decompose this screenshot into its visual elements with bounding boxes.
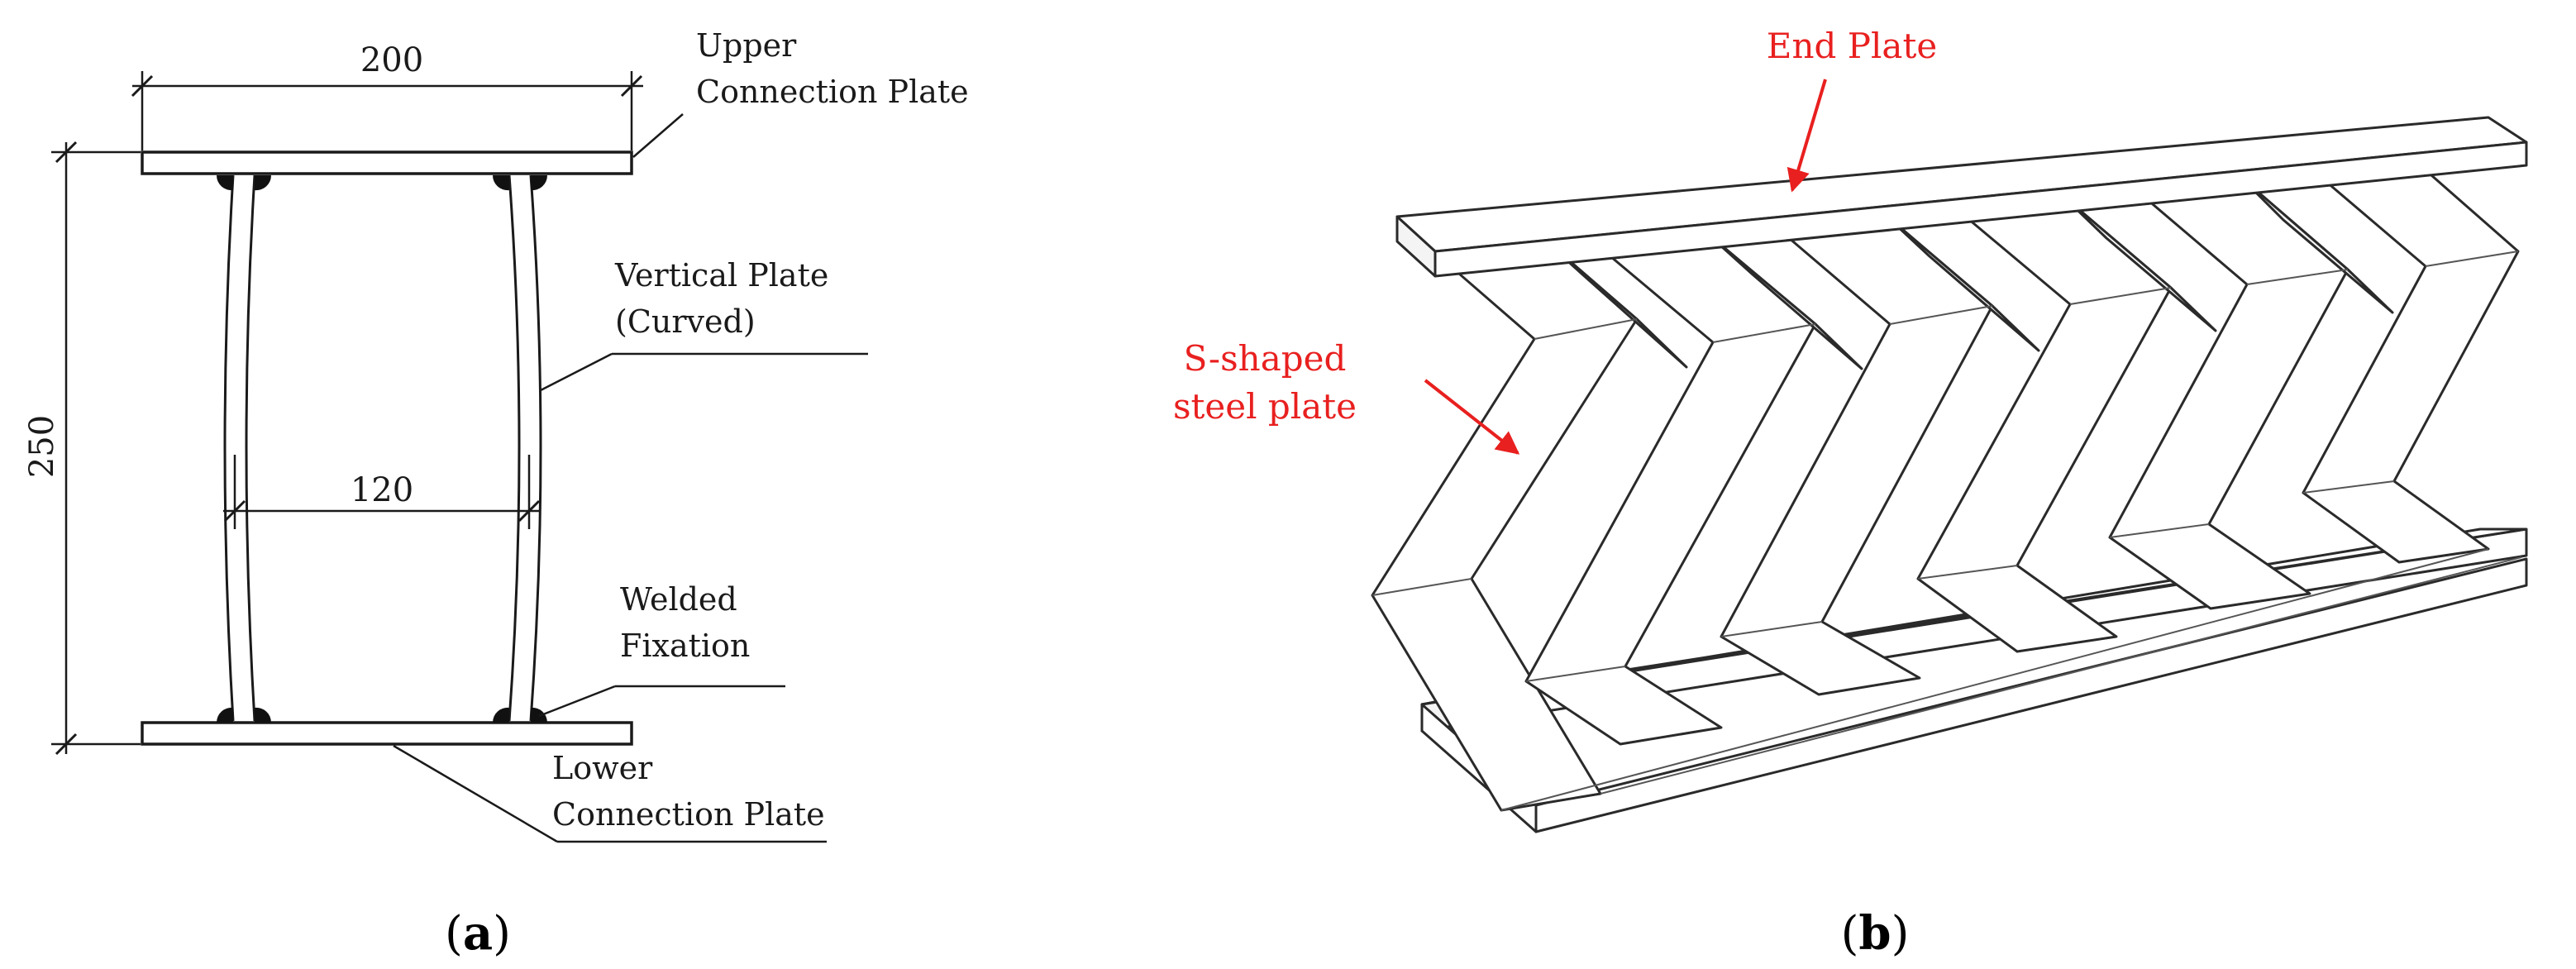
dim-200-label: 200 — [360, 41, 423, 79]
dimension-120 — [223, 455, 541, 529]
top-end-plate — [1395, 116, 2528, 278]
dimension-250 — [51, 141, 141, 756]
label-upper-line1: Upper — [696, 27, 797, 64]
panel-a-cross-section: 200 250 120 Upp — [23, 27, 969, 961]
label-end-plate: End Plate — [1767, 26, 1937, 66]
vertical-plate-right — [508, 174, 542, 722]
dim-250-label: 250 — [23, 415, 61, 478]
caption-b: (b) — [1841, 906, 1910, 961]
dim-120-label: 120 — [351, 471, 413, 509]
vertical-plate-left — [223, 174, 256, 722]
label-lower-line2: Connection Plate — [552, 796, 825, 833]
label-vertical-line2: (Curved) — [615, 303, 756, 340]
label-upper-line2: Connection Plate — [696, 74, 969, 110]
label-s-shaped-line2: steel plate — [1173, 386, 1357, 427]
label-vertical-line1: Vertical Plate — [614, 257, 828, 294]
s-shaped-plates — [1371, 155, 2522, 812]
dimension-200 — [131, 71, 643, 150]
label-welded-line2: Fixation — [620, 628, 750, 664]
weld-markers — [216, 175, 548, 723]
lower-connection-plate — [141, 721, 633, 746]
caption-a: (a) — [445, 906, 511, 961]
upper-connection-plate — [141, 150, 633, 175]
label-s-shaped-line1: S-shaped — [1184, 338, 1347, 379]
end-plate-arrow — [1787, 79, 1827, 193]
s-plate-arrow — [1424, 379, 1520, 455]
label-welded-line1: Welded — [620, 581, 737, 618]
panel-b-isometric: End Plate S-shaped steel plate (b) — [1173, 26, 2528, 961]
label-lower-line1: Lower — [552, 750, 653, 786]
leader-lines — [393, 113, 868, 843]
